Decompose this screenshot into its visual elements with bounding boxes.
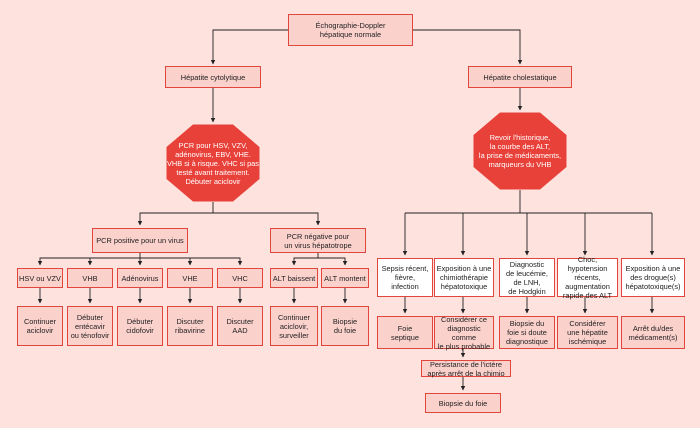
final-biopsy-box: Biopsie du foie [425, 393, 501, 413]
alt-box: ALT montent [321, 268, 369, 288]
virus-action-box: Débuter cidofovir [117, 306, 163, 346]
pcr-positive-box: PCR positive pour un virus [92, 228, 188, 253]
cytolytic-octagon [166, 124, 260, 202]
virus-box: Adénovirus [117, 268, 163, 288]
virus-box: VHE [167, 268, 213, 288]
cause-box: Sepsis récent, fièvre, infection [377, 258, 433, 297]
cause-action-box: Considérer ce diagnostic comme le plus p… [434, 315, 494, 351]
virus-action-box: Discuter AAD [217, 306, 263, 346]
virus-action-box: Discuter ribavirine [167, 306, 213, 346]
cause-box: Exposition à une des drogue(s) hépatotox… [621, 258, 685, 297]
branch-cytolytic: Hépatite cytolytique [165, 66, 261, 88]
cause-action-box: Foie septique [377, 316, 433, 349]
cause-action-box: Biopsie du foie si doute diagnostique [499, 316, 555, 349]
virus-action-box: Débuter entécavir ou ténofovir [67, 306, 113, 346]
pcr-negative-box: PCR négative pour un virus hépatotrope [270, 228, 366, 253]
virus-box: VHC [217, 268, 263, 288]
cause-action-box: Considérer une hépatite ischémique [557, 316, 618, 349]
cause-box: Exposition à une chimiothérapie hépatoto… [434, 258, 494, 297]
cause-box: Diagnostic de leucémie, de LNH, de Hodgk… [499, 258, 555, 297]
cytolytic-octagon-text: PCR pour HSV, VZV, adénovirus, EBV, VHE.… [166, 140, 259, 186]
virus-box: HSV ou VZV [17, 268, 63, 288]
alt-action-box: Biopsie du foie [321, 306, 369, 346]
cholestatic-octagon [473, 112, 567, 190]
cause-action-box: Arrêt du/des médicament(s) [621, 316, 685, 349]
branch-cholestatic: Hépatite cholestatique [468, 66, 572, 88]
alt-box: ALT baissent [270, 268, 318, 288]
cholestatic-octagon-text: Revoir l'historique, la courbe des ALT, … [478, 133, 562, 169]
cause-box: Choc, hypotension récents, augmentation … [557, 255, 618, 300]
alt-action-box: Continuer aciclovir, surveiller [270, 306, 318, 346]
persistence-box: Persistance de l'ictère après arrêt de l… [421, 360, 511, 378]
virus-action-box: Continuer aciclovir [17, 306, 63, 346]
root-box: Échographie-Doppler hépatique normale [288, 14, 413, 46]
virus-box: VHB [67, 268, 113, 288]
